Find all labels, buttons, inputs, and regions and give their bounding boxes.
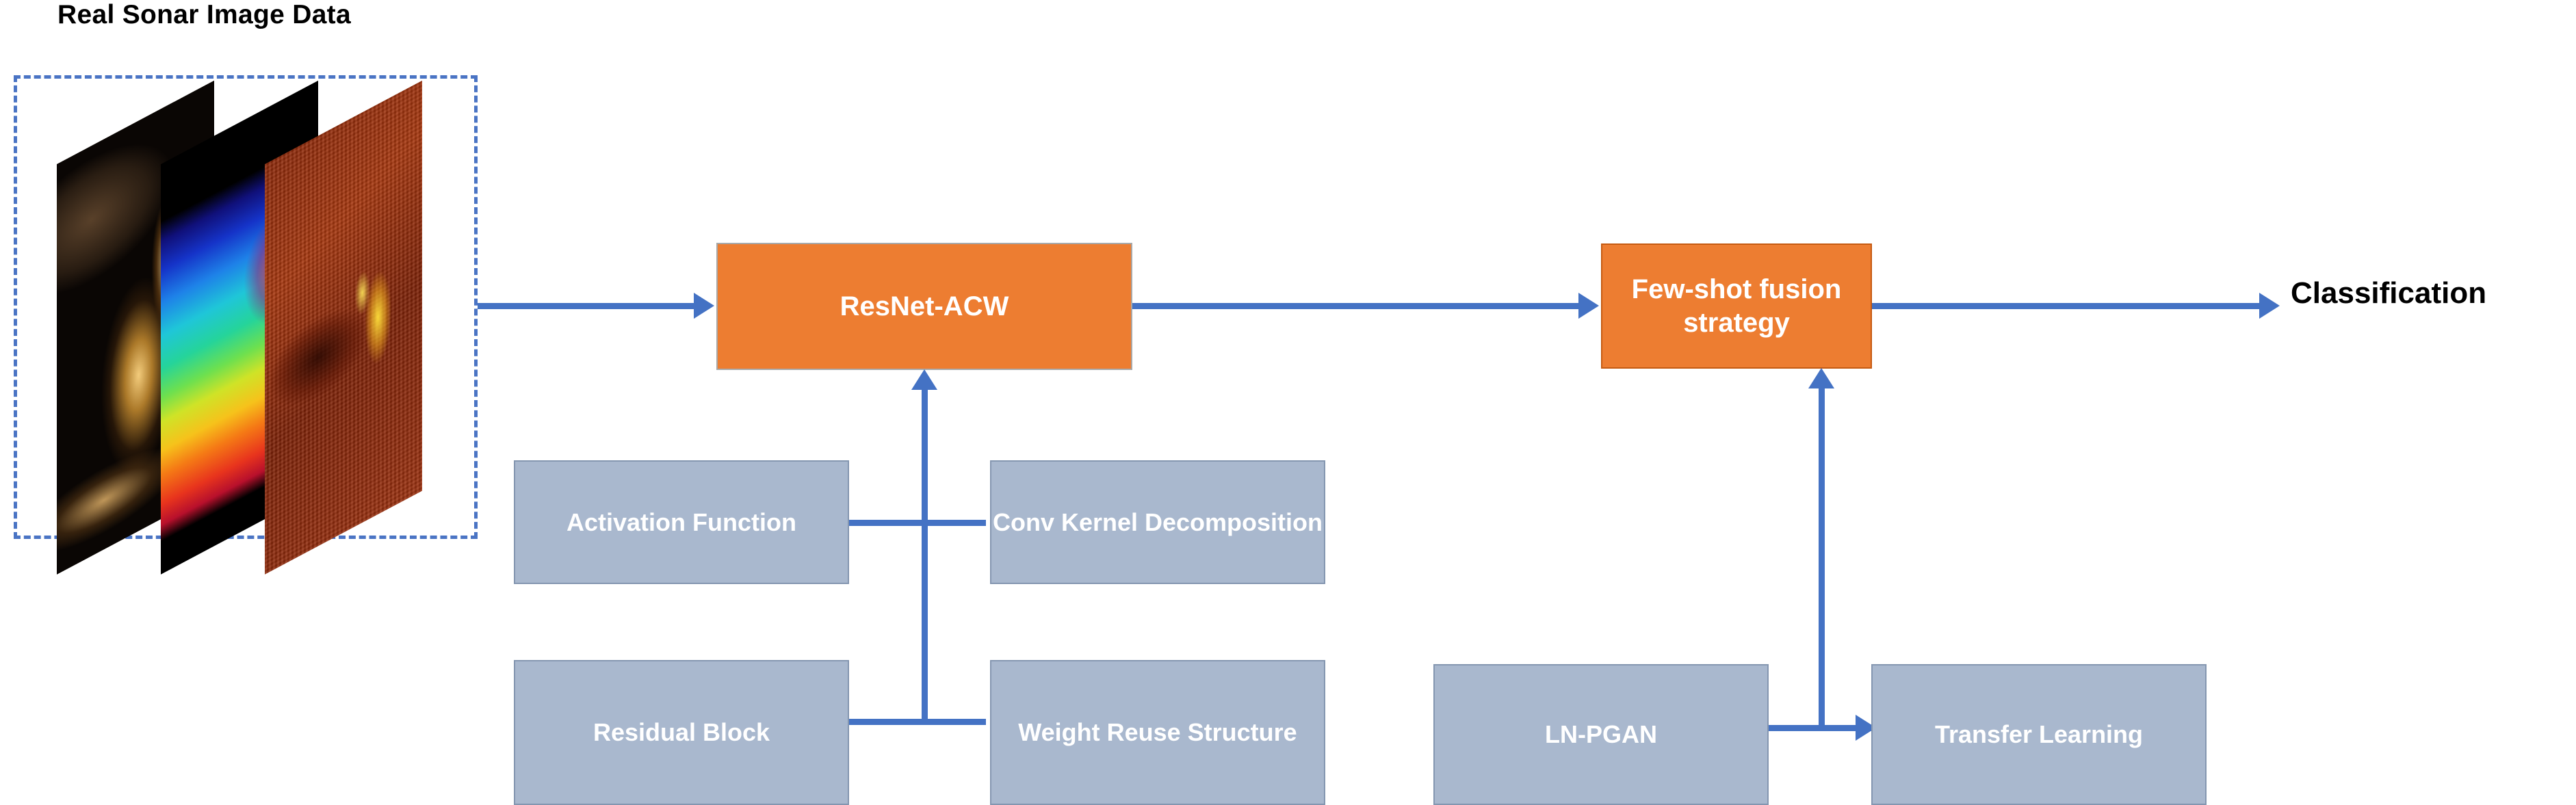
component-box-weight-reuse-structure-label: Weight Reuse Structure bbox=[1018, 718, 1297, 747]
component-box-conv-kernel-decomposition-label: Conv Kernel Decomposition bbox=[992, 507, 1323, 536]
stage-box-few-shot-fusion-label: Few-shot fusion strategy bbox=[1631, 274, 1842, 338]
sonar-image-surface bbox=[265, 80, 422, 575]
sonar-image-pixelated-red bbox=[265, 80, 422, 575]
arrow-input-to-resnet-line bbox=[478, 303, 695, 309]
stage-box-few-shot-fusion[interactable]: Few-shot fusion strategy bbox=[1601, 243, 1872, 369]
arrow-fusion-to-classification-line bbox=[1872, 303, 2259, 309]
connector-row2-components bbox=[846, 719, 986, 725]
connector-fusion-components bbox=[1767, 725, 1873, 731]
component-box-weight-reuse-structure[interactable]: Weight Reuse Structure bbox=[990, 660, 1325, 805]
connector-components-to-resnet-head bbox=[911, 369, 937, 390]
component-box-activation-function[interactable]: Activation Function bbox=[514, 460, 849, 584]
component-box-activation-function-label: Activation Function bbox=[567, 507, 796, 536]
component-box-transfer-learning[interactable]: Transfer Learning bbox=[1871, 664, 2207, 805]
connector-components-to-fusion-head bbox=[1808, 368, 1834, 388]
connector-components-to-resnet-trunk bbox=[922, 390, 928, 724]
arrow-resnet-to-fusion-line bbox=[1132, 303, 1578, 309]
output-label-classification: Classification bbox=[2291, 276, 2487, 310]
stage-box-resnet-acw[interactable]: ResNet-ACW bbox=[716, 243, 1132, 370]
component-box-residual-block[interactable]: Residual Block bbox=[514, 660, 849, 805]
arrow-fusion-to-classification-head bbox=[2259, 293, 2280, 319]
component-box-conv-kernel-decomposition[interactable]: Conv Kernel Decomposition bbox=[990, 460, 1325, 584]
stage-box-resnet-acw-label: ResNet-ACW bbox=[840, 291, 1009, 321]
arrow-input-to-resnet-head bbox=[694, 293, 714, 319]
component-box-transfer-learning-label: Transfer Learning bbox=[1934, 720, 2144, 749]
component-box-residual-block-label: Residual Block bbox=[593, 718, 770, 747]
connector-components-to-fusion-trunk bbox=[1819, 388, 1825, 728]
component-box-ln-pgan[interactable]: LN-PGAN bbox=[1433, 664, 1769, 805]
connector-row1-components bbox=[846, 520, 986, 526]
component-box-ln-pgan-label: LN-PGAN bbox=[1545, 720, 1657, 749]
input-data-group bbox=[14, 75, 478, 575]
arrow-resnet-to-fusion-head bbox=[1578, 293, 1599, 319]
page-title: Real Sonar Image Data bbox=[57, 0, 351, 29]
